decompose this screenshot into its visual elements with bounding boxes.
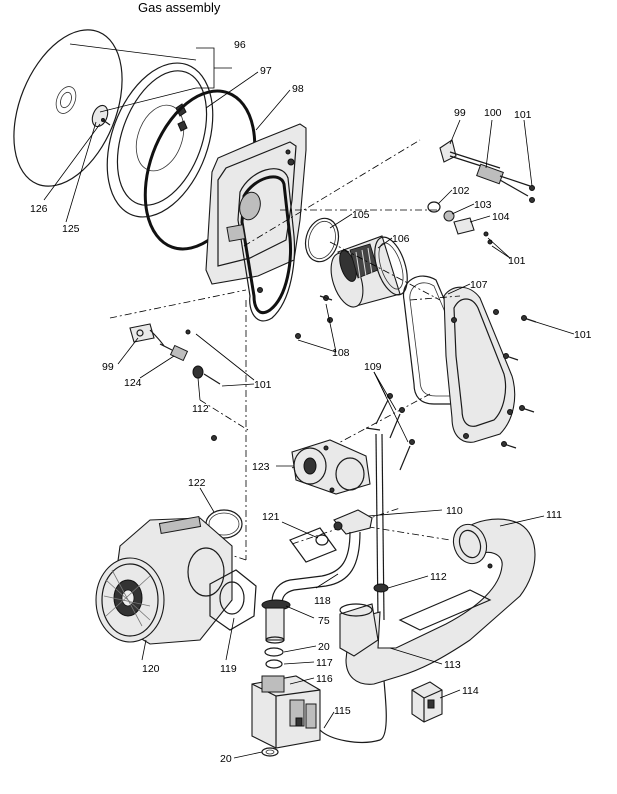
label-99-top: 99 xyxy=(454,107,466,119)
label-113: 113 xyxy=(444,659,461,671)
label-100: 100 xyxy=(484,107,502,119)
part-117-seal xyxy=(265,659,283,669)
part-103-washer xyxy=(443,210,455,222)
part-118-gas-pipe xyxy=(271,531,361,605)
part-123-venturi xyxy=(291,427,385,621)
part-119-fan-gasket xyxy=(209,569,257,631)
label-117: 117 xyxy=(316,657,333,669)
part-113-duct-inlet xyxy=(339,603,379,657)
label-98: 98 xyxy=(292,83,304,95)
part-110-clip xyxy=(333,509,373,535)
screws-101-rear xyxy=(501,315,537,449)
label-101-right: 101 xyxy=(574,329,592,341)
part-102-seal xyxy=(427,201,441,213)
part-75-grommet xyxy=(261,599,291,644)
label-111: 111 xyxy=(546,509,562,521)
part-114-pressure-switch xyxy=(411,681,443,723)
label-75: 75 xyxy=(318,615,330,627)
label-102: 102 xyxy=(452,185,470,197)
label-112-left: 112 xyxy=(192,403,209,415)
part-106-burner xyxy=(330,235,408,308)
label-123: 123 xyxy=(252,461,270,473)
label-105: 105 xyxy=(352,209,370,221)
label-126: 126 xyxy=(30,203,48,215)
label-109: 109 xyxy=(364,361,382,373)
label-20-bottom: 20 xyxy=(220,753,232,765)
label-112-bottom: 112 xyxy=(430,571,447,583)
part-121-o-ring xyxy=(289,527,337,563)
part-111-air-duct xyxy=(345,518,536,685)
label-115: 115 xyxy=(334,705,351,717)
screws-108 xyxy=(257,287,333,339)
part-125-washer xyxy=(91,104,111,128)
part-20-washer-top xyxy=(264,647,284,657)
part-99-electrode-bracket-left xyxy=(129,323,165,347)
part-115-cable xyxy=(319,659,387,743)
label-108: 108 xyxy=(332,347,350,359)
label-119: 119 xyxy=(220,663,237,675)
label-104: 104 xyxy=(492,211,510,223)
part-96-cover-disc xyxy=(13,29,123,187)
part-112-grommet xyxy=(373,583,389,593)
screws-109 xyxy=(211,393,415,471)
part-labels: 96 97 98 99 100 101 102 103 104 101 105 … xyxy=(30,39,592,765)
label-121: 121 xyxy=(262,511,280,523)
label-20-top: 20 xyxy=(318,641,330,653)
part-116-gas-valve xyxy=(251,675,321,749)
rear-plate xyxy=(443,286,516,443)
label-103: 103 xyxy=(474,199,492,211)
label-107: 107 xyxy=(470,279,488,291)
label-97: 97 xyxy=(260,65,272,77)
label-122: 122 xyxy=(188,477,206,489)
part-120-fan xyxy=(95,516,233,645)
diagram-title: Gas assembly xyxy=(138,0,221,15)
label-124: 124 xyxy=(124,377,142,389)
label-101-mid: 101 xyxy=(508,255,526,267)
label-99-left: 99 xyxy=(102,361,114,373)
part-20-washer-bottom xyxy=(261,747,279,757)
part-112-grommet-left xyxy=(192,365,221,385)
leader-lines xyxy=(43,43,575,759)
burner-back-plate xyxy=(205,123,307,322)
part-100-ignition-electrode xyxy=(439,139,535,203)
part-124-ignition-lead xyxy=(159,329,191,362)
label-118: 118 xyxy=(314,595,331,607)
label-125: 125 xyxy=(62,223,80,235)
label-101-left: 101 xyxy=(254,379,272,391)
label-96: 96 xyxy=(234,39,246,51)
label-114: 114 xyxy=(462,685,479,697)
label-116: 116 xyxy=(316,673,333,685)
label-101-top: 101 xyxy=(514,109,532,121)
part-105-o-ring xyxy=(304,217,340,263)
label-106: 106 xyxy=(392,233,410,245)
part-104-sensor xyxy=(453,217,493,245)
label-110: 110 xyxy=(446,505,463,517)
label-120: 120 xyxy=(142,663,160,675)
